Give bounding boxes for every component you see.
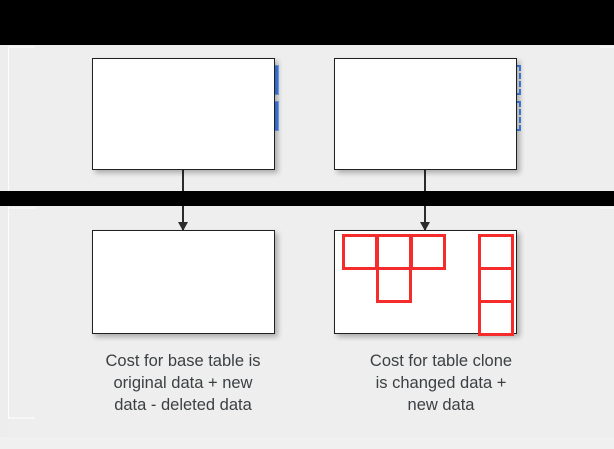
right-edge-top <box>600 46 614 48</box>
rail-edge-middle <box>9 207 35 209</box>
bottom-strip <box>0 437 614 449</box>
caption-base-line-1: Cost for base table is <box>105 352 261 370</box>
arrow-head <box>419 222 430 231</box>
right-edge-middle <box>600 207 614 209</box>
caption-clone-line-3: new data <box>407 396 475 414</box>
rail-edge-top <box>9 46 35 48</box>
rail-edge-bottom <box>9 417 35 419</box>
caption-table-clone: Cost for table clone is changed data + n… <box>330 350 552 416</box>
middle-mask-bar <box>0 191 614 206</box>
left-hairline-bottom <box>8 206 9 419</box>
caption-clone-line-1: Cost for table clone <box>369 352 513 370</box>
table-clone-changed-box <box>334 230 517 334</box>
left-rail <box>0 45 9 449</box>
caption-clone-line-2: is changed data + <box>375 374 507 392</box>
table-clone-original-box <box>334 58 517 170</box>
arrow-head <box>177 222 188 231</box>
caption-base-line-3: data - deleted data <box>114 396 252 414</box>
caption-base-table: Cost for base table is original data + n… <box>72 350 294 416</box>
caption-base-line-2: original data + new <box>113 374 253 392</box>
base-table-original-box <box>92 58 275 170</box>
left-hairline-top <box>8 46 9 191</box>
base-table-changed-box <box>92 230 275 334</box>
top-mask-bar <box>0 0 614 45</box>
